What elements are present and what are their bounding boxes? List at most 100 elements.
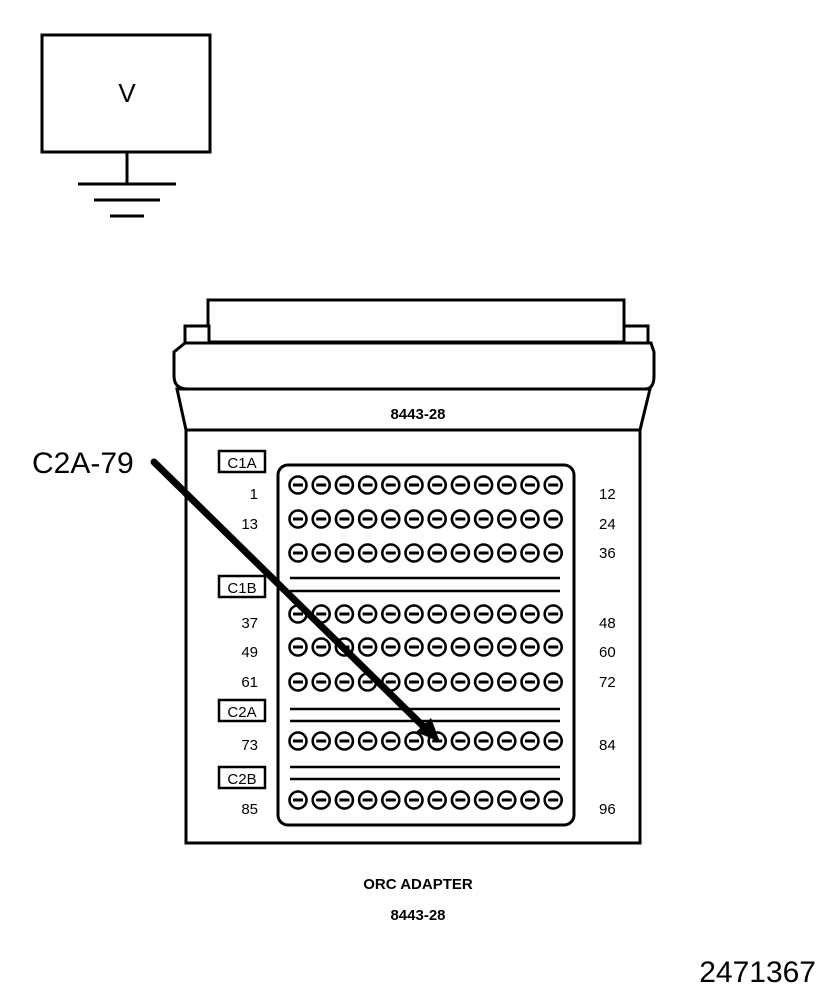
pin-socket xyxy=(473,672,494,692)
svg-text:C2B: C2B xyxy=(227,771,256,788)
pin-socket xyxy=(450,672,471,692)
pin-socket xyxy=(334,543,355,563)
pin-socket xyxy=(380,637,401,657)
pin-socket xyxy=(520,637,540,657)
pin-socket xyxy=(496,509,517,529)
pin-socket xyxy=(311,475,332,495)
probe-tip-arrow xyxy=(416,718,440,742)
pin-socket xyxy=(543,509,564,529)
pin-socket xyxy=(450,731,471,751)
pin-socket xyxy=(357,543,378,563)
group-tag-c1b: C1B xyxy=(217,574,267,599)
pin-socket xyxy=(427,637,448,657)
pin-socket xyxy=(357,475,378,495)
pin-socket xyxy=(311,509,332,529)
pin-socket xyxy=(288,475,308,495)
probe-label: C2A-79 xyxy=(32,447,134,480)
pin-socket xyxy=(288,731,308,751)
pin-socket xyxy=(473,475,494,495)
pin-socket xyxy=(520,509,540,529)
adapter-top-tab xyxy=(206,298,626,344)
row-label-right: 84 xyxy=(599,737,616,754)
row-label-left: 1 xyxy=(250,486,258,503)
pin-socket xyxy=(543,604,564,624)
pin-socket xyxy=(404,672,424,692)
pin-socket xyxy=(288,637,308,657)
row-label-left: 13 xyxy=(241,516,258,533)
pin-socket xyxy=(404,543,424,563)
pin-socket xyxy=(520,604,540,624)
pin-socket xyxy=(473,731,494,751)
pin-socket xyxy=(380,475,401,495)
group-tag-c2a: C2A xyxy=(217,698,267,723)
pin-socket xyxy=(380,604,401,624)
adapter-part-number: 8443-28 xyxy=(390,406,445,423)
pin-socket xyxy=(380,509,401,529)
pin-socket xyxy=(311,790,332,810)
pin-socket xyxy=(496,672,517,692)
adapter-caption-part-number: 8443-28 xyxy=(390,907,445,924)
pin-socket xyxy=(427,604,448,624)
row-label-left: 85 xyxy=(241,801,258,818)
pin-socket xyxy=(311,543,332,563)
row-label-left: 61 xyxy=(241,674,258,691)
pin-socket xyxy=(404,637,424,657)
pin-socket xyxy=(496,475,517,495)
pin-socket xyxy=(404,731,424,751)
pin-socket xyxy=(334,604,355,624)
pin-socket xyxy=(427,543,448,563)
pin-grid xyxy=(288,475,564,810)
pin-socket xyxy=(404,604,424,624)
pin-socket xyxy=(473,637,494,657)
pin-socket xyxy=(543,731,564,751)
pin-socket xyxy=(543,672,564,692)
pin-socket xyxy=(311,637,332,657)
pin-socket xyxy=(380,790,401,810)
group-tags: C1A C1B C2A C2B xyxy=(217,449,267,790)
row-label-right: 96 xyxy=(599,801,616,818)
group-separators xyxy=(290,576,560,781)
adapter-left-ear xyxy=(183,324,211,345)
pin-socket xyxy=(473,509,494,529)
pin-socket xyxy=(543,790,564,810)
voltmeter-label: V xyxy=(118,78,136,108)
pin-socket xyxy=(380,731,401,751)
pin-socket xyxy=(427,509,448,529)
pin-socket xyxy=(404,475,424,495)
row-label-left: 73 xyxy=(241,737,258,754)
pin-socket xyxy=(357,731,378,751)
pin-socket xyxy=(520,672,540,692)
pin-socket xyxy=(450,637,471,657)
row-label-left: 49 xyxy=(241,644,258,661)
pin-socket xyxy=(288,543,308,563)
pin-socket xyxy=(404,790,424,810)
pin-socket xyxy=(311,672,332,692)
pin-socket xyxy=(520,543,540,563)
pin-socket xyxy=(404,509,424,529)
pin-socket xyxy=(473,543,494,563)
pin-socket xyxy=(450,475,471,495)
pin-socket xyxy=(334,731,355,751)
pin-socket xyxy=(496,637,517,657)
pin-socket xyxy=(496,790,517,810)
pin-socket xyxy=(543,543,564,563)
pin-socket xyxy=(288,672,308,692)
row-label-right: 60 xyxy=(599,644,616,661)
pin-socket xyxy=(357,509,378,529)
pin-socket xyxy=(543,475,564,495)
row-label-right: 48 xyxy=(599,615,616,632)
voltmeter: V xyxy=(40,33,212,154)
pin-socket xyxy=(311,731,332,751)
pin-socket xyxy=(520,790,540,810)
group-tag-c1a: C1A xyxy=(217,449,267,474)
pin-socket xyxy=(496,731,517,751)
pin-socket xyxy=(334,475,355,495)
voltmeter-box xyxy=(40,33,212,154)
row-label-right: 36 xyxy=(599,545,616,562)
adapter-right-ear xyxy=(622,324,650,345)
pin-socket xyxy=(496,543,517,563)
row-label-right: 72 xyxy=(599,674,616,691)
pin-socket xyxy=(334,672,355,692)
row-labels: 1 13 37 49 61 73 85 12 24 36 48 60 72 84… xyxy=(241,486,615,818)
